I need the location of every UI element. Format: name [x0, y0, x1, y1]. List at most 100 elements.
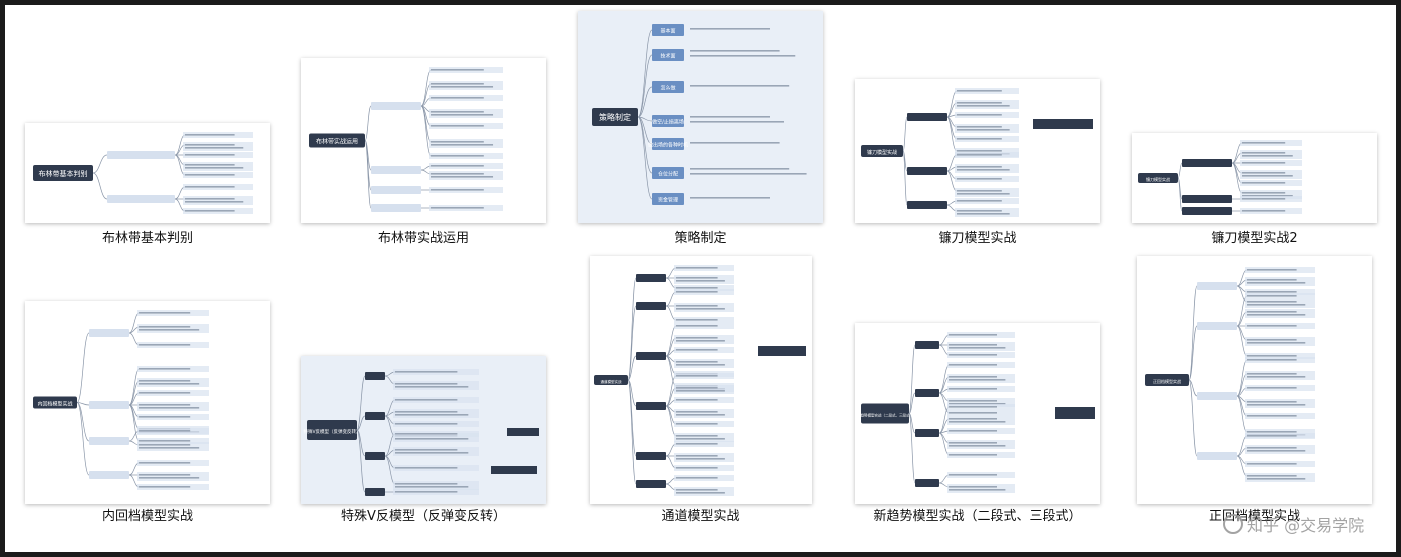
leaf-box: [429, 171, 503, 180]
text-line: [676, 325, 718, 327]
leaf-box: [1245, 399, 1315, 408]
note-box: [1033, 119, 1093, 129]
branch-node: [1182, 195, 1232, 203]
card-caption: 镰刀模型实战2: [1211, 231, 1298, 246]
text-line: [957, 138, 1002, 140]
text-line: [431, 165, 484, 167]
root-label: 通道模型实战: [601, 379, 622, 384]
connector-line: [637, 54, 653, 118]
text-line: [395, 467, 458, 469]
mindmap-card[interactable]: 特殊V反模型（反弹变反转）: [301, 356, 546, 504]
root-node: [33, 396, 77, 409]
connector-line: [908, 413, 916, 434]
connector-line: [902, 116, 908, 152]
leaf-box: [137, 402, 209, 411]
mindmap-card[interactable]: 正回档模型实战: [1137, 256, 1372, 504]
text-line: [431, 189, 484, 191]
text-line: [1242, 152, 1286, 154]
root-node: [594, 375, 628, 385]
mindmap-card[interactable]: 策略制定基本面技术面怎么做做空/止损离场做出场的各种时机仓位分配资金管理: [578, 11, 823, 223]
text-line: [676, 411, 718, 413]
text-line: [1247, 447, 1297, 449]
mindmap-inner-pullback: 内回档模型实战: [33, 310, 209, 490]
text-line: [139, 392, 191, 394]
connector-line: [908, 344, 916, 414]
text-line: [949, 400, 997, 402]
text-line: [185, 198, 235, 200]
branch-node: [1197, 322, 1237, 330]
mindmap-card[interactable]: 新趋势模型实战（二段式、三段式）: [855, 323, 1100, 504]
connector-line: [364, 140, 372, 209]
root-node: [592, 108, 638, 126]
text-line: [676, 477, 718, 479]
text-line: [949, 344, 997, 346]
text-line: [676, 267, 718, 269]
root-node: [1138, 173, 1178, 183]
text-line: [185, 134, 235, 136]
card-caption: 策略制定: [674, 231, 727, 246]
text-line: [949, 379, 1006, 381]
branch-label: 怎么做: [660, 85, 675, 92]
text-line: [949, 354, 997, 356]
connector-line: [627, 277, 637, 381]
text-line: [1247, 342, 1306, 344]
branch-node: [107, 151, 175, 159]
leaf-box: [393, 409, 479, 418]
text-line: [949, 364, 997, 366]
branch-node: [915, 429, 939, 437]
text-line: [139, 407, 200, 409]
text-line: [395, 433, 458, 435]
text-line: [1247, 291, 1297, 293]
text-line: [139, 344, 191, 346]
text-line: [139, 474, 191, 476]
text-line: [676, 308, 725, 310]
text-line: [676, 458, 725, 460]
text-line: [1242, 142, 1286, 144]
mindmap-card[interactable]: 镰刀模型实战: [855, 79, 1100, 223]
card-caption: 布林带基本判别: [101, 231, 193, 246]
text-line: [139, 368, 191, 370]
text-line: [1247, 435, 1297, 437]
text-line: [1247, 376, 1306, 378]
branch-label: 资金管理: [658, 197, 678, 204]
mindmap-card[interactable]: 内回档模型实战: [25, 301, 270, 504]
text-line: [676, 287, 718, 289]
mindmap-channel: 通道模型实战: [594, 265, 806, 496]
branch-node: [915, 479, 939, 487]
text-line: [957, 200, 1002, 202]
text-line: [676, 291, 718, 293]
mindmap-card[interactable]: 通道模型实战: [590, 256, 812, 504]
text-line: [949, 486, 997, 488]
connector-line: [1188, 379, 1198, 457]
text-line: [676, 399, 718, 401]
text-line: [185, 154, 235, 156]
text-line: [1247, 463, 1297, 465]
text-line: [1247, 282, 1306, 284]
branch-node: [636, 402, 666, 410]
text-line: [949, 347, 1006, 349]
connector-line: [908, 413, 916, 484]
connector-line: [76, 402, 90, 476]
connector-line: [92, 172, 108, 200]
mindmap-card[interactable]: 镰刀模型实战: [1132, 133, 1377, 223]
card-caption: 新趋势模型实战（二段式、三段式）: [873, 509, 1082, 524]
text-line: [431, 176, 494, 178]
text-line: [949, 489, 1006, 491]
leaf-box: [1240, 150, 1302, 159]
branch-node: [907, 201, 947, 209]
mindmap-card[interactable]: 布林带基本判别: [25, 123, 270, 223]
branch-node: [652, 115, 684, 127]
branch-label: 基本面: [660, 28, 675, 35]
mindmap-card[interactable]: 布林带实战运用: [301, 58, 546, 223]
text-line: [676, 414, 725, 416]
branch-label: 技术面: [660, 53, 675, 60]
connector-line: [356, 375, 366, 431]
branch-node: [636, 274, 666, 282]
text-line: [1247, 355, 1297, 357]
leaf-box: [393, 481, 479, 490]
text-line: [431, 207, 484, 209]
text-line: [395, 386, 469, 388]
text-line: [395, 438, 469, 440]
text-line: [949, 406, 997, 408]
text-line: [395, 399, 458, 401]
